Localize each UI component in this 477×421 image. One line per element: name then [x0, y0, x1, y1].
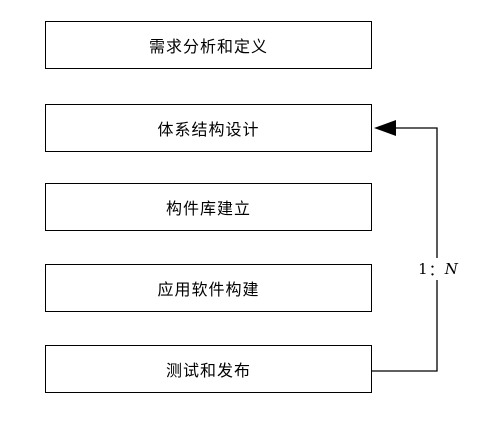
ratio-left: 1	[418, 260, 428, 278]
ratio-label: 1 ： N	[414, 258, 462, 280]
step-test-and-release: 测试和发布	[45, 345, 372, 393]
step-label: 应用软件构建	[157, 280, 260, 299]
step-component-library: 构件库建立	[45, 183, 372, 231]
ratio-right: N	[444, 260, 458, 278]
step-label: 测试和发布	[165, 361, 251, 380]
step-requirements-analysis: 需求分析和定义	[45, 21, 372, 69]
ratio-separator: ：	[428, 260, 444, 279]
step-label: 体系结构设计	[157, 120, 260, 139]
step-application-build: 应用软件构建	[45, 264, 372, 312]
step-label: 需求分析和定义	[148, 37, 268, 56]
step-architecture-design: 体系结构设计	[45, 104, 372, 152]
feedback-line	[372, 127, 438, 372]
feedback-arrowhead	[374, 120, 396, 136]
step-label: 构件库建立	[165, 199, 251, 218]
